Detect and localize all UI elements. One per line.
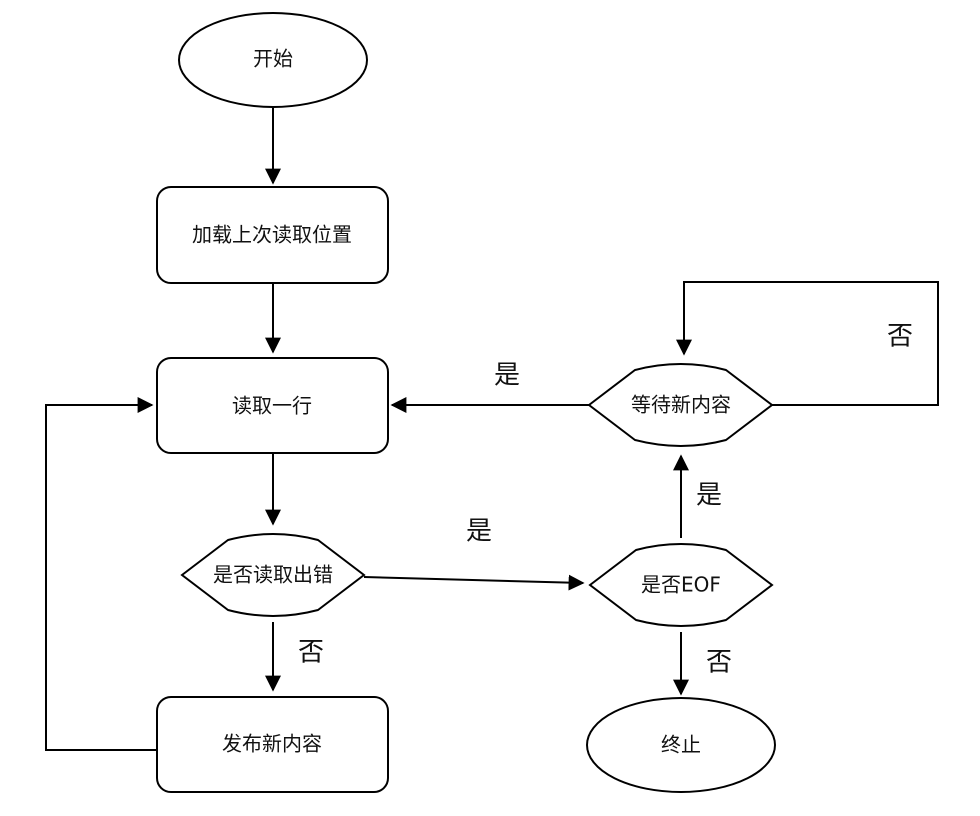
edge-label-wait-no: 否 (887, 322, 913, 352)
node-load-position: 加载上次读取位置 (156, 186, 389, 284)
node-load-position-label: 加载上次读取位置 (192, 223, 352, 247)
node-read-error-check-label: 是否读取出错 (213, 563, 333, 587)
edge-label-eof-no: 否 (706, 648, 732, 678)
node-eof-check: 是否EOF (588, 543, 774, 627)
node-start: 开始 (178, 12, 368, 108)
node-wait-content-label: 等待新内容 (631, 393, 731, 417)
node-read-line: 读取一行 (156, 357, 389, 454)
node-publish-content-label: 发布新内容 (222, 732, 322, 756)
edge-error-check-yes-to-eof (363, 574, 585, 591)
edge-label-error-no: 否 (298, 638, 324, 668)
edge-wait-no-loop (676, 281, 939, 406)
edge-publish-loop-to-read (45, 397, 157, 751)
node-read-line-label: 读取一行 (232, 394, 312, 418)
node-end-label: 终止 (661, 733, 701, 757)
edge-label-eof-yes: 是 (696, 481, 722, 511)
edge-label-wait-yes: 是 (494, 361, 520, 391)
node-wait-content: 等待新内容 (587, 363, 774, 447)
edge-label-error-yes: 是 (466, 517, 492, 547)
node-start-label: 开始 (253, 47, 293, 71)
node-end: 终止 (586, 697, 776, 793)
node-read-error-check: 是否读取出错 (180, 533, 366, 617)
node-eof-check-label: 是否EOF (641, 573, 721, 597)
node-publish-content: 发布新内容 (156, 696, 389, 793)
